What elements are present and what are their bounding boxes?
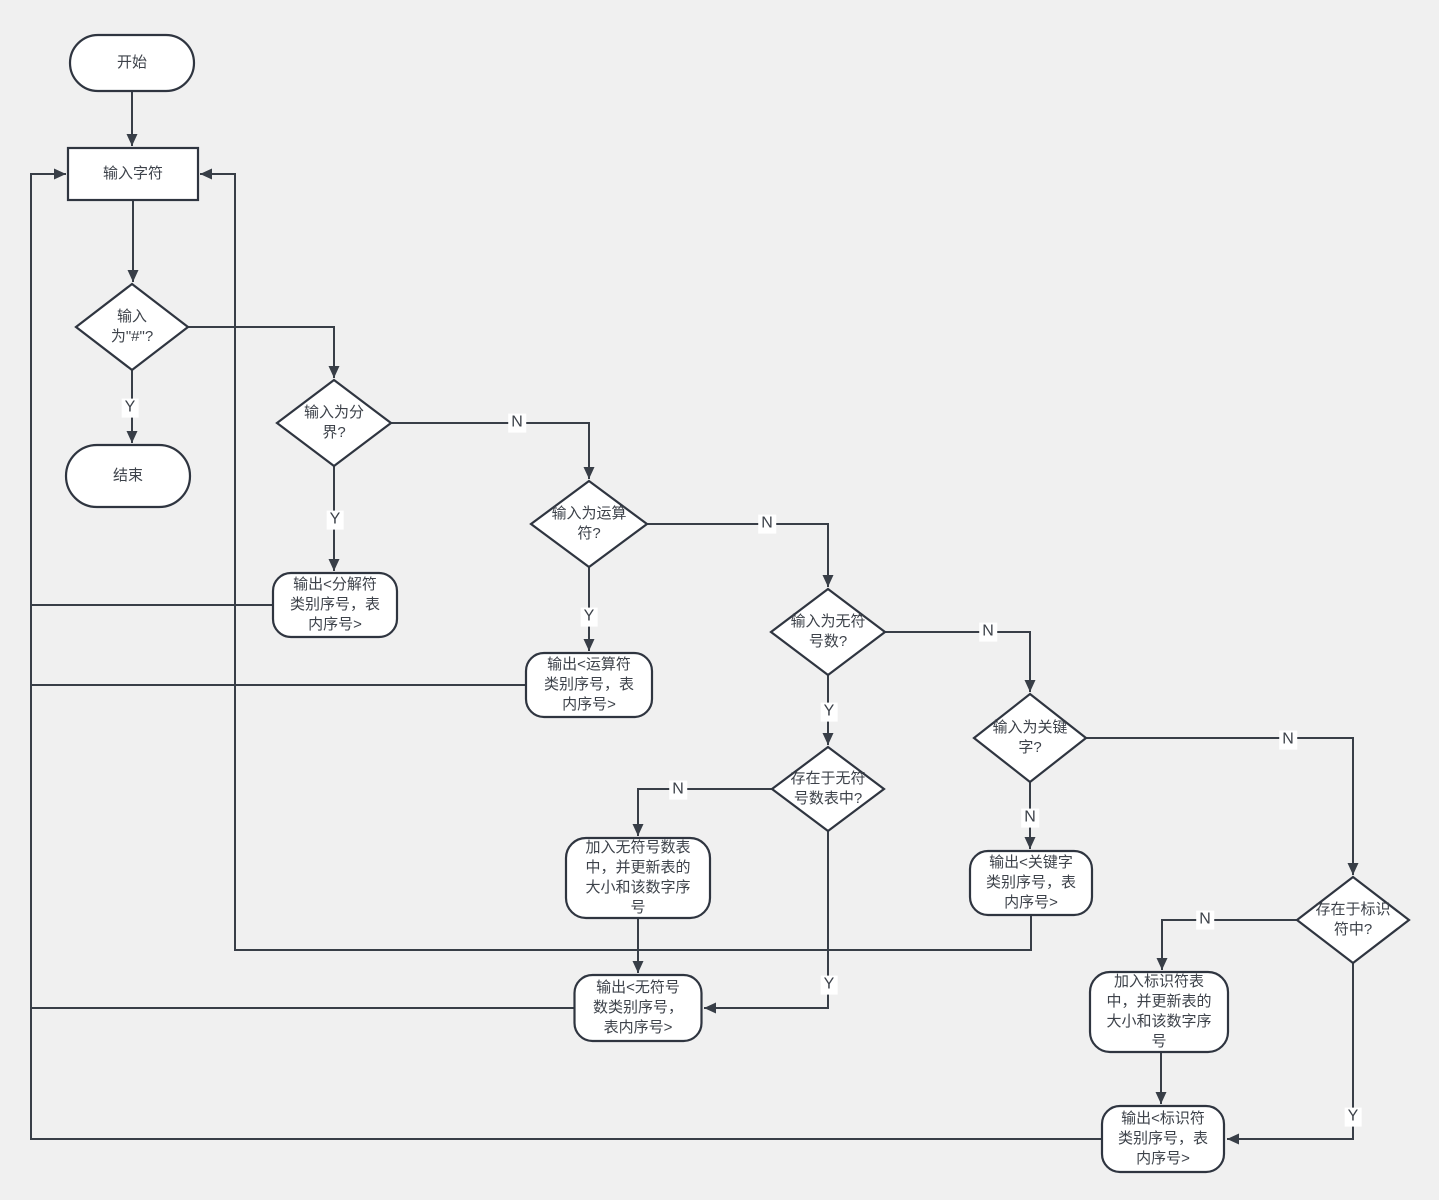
node-in-unsigned-table-decision: [770, 745, 886, 833]
edge-in-identifier-no-to-add-identifier: [1156, 919, 1297, 970]
node-is-unsigned-number-decision: [769, 587, 887, 677]
node-start-terminator: [68, 33, 196, 93]
node-is-keyword-decision: [972, 692, 1088, 784]
node-add-identifier-table-box: [1088, 970, 1230, 1054]
nodes-layer: [64, 33, 1411, 1174]
edge-in-table-no-to-add-unsigned: [632, 788, 772, 836]
node-output-identifier-box: [1100, 1104, 1226, 1174]
edge-output-keyword-loop-to-input: [200, 168, 1032, 951]
edge-is-operator-no-to-is-unsigned: [647, 523, 834, 587]
node-is-hash-decision: [74, 282, 190, 372]
edge-is-hash-no-to-is-delimiter: [188, 326, 340, 378]
edge-in-table-yes-to-output-unsigned: [704, 831, 829, 1014]
edge-is-unsigned-no-to-is-keyword: [885, 631, 1036, 692]
node-input-char-process: [66, 146, 200, 202]
edges-layer: [30, 91, 1359, 1145]
node-is-operator-decision: [529, 479, 649, 569]
edge-in-identifier-yes-to-output: [1227, 963, 1354, 1145]
node-output-unsigned-box: [573, 973, 703, 1043]
node-output-delimiter-box: [271, 571, 399, 639]
node-end-terminator: [64, 443, 192, 509]
edge-output-identifier-loop-to-input: [30, 168, 1102, 1140]
edge-is-delimiter-no-to-is-operator: [391, 422, 595, 479]
node-output-operator-box: [524, 651, 654, 719]
node-in-identifier-table-decision: [1295, 875, 1411, 965]
node-output-keyword-box: [968, 849, 1094, 917]
node-is-delimiter-decision: [275, 378, 393, 468]
edge-is-keyword-no-to-in-identifier: [1086, 737, 1359, 875]
node-add-unsigned-table-box: [564, 836, 712, 920]
